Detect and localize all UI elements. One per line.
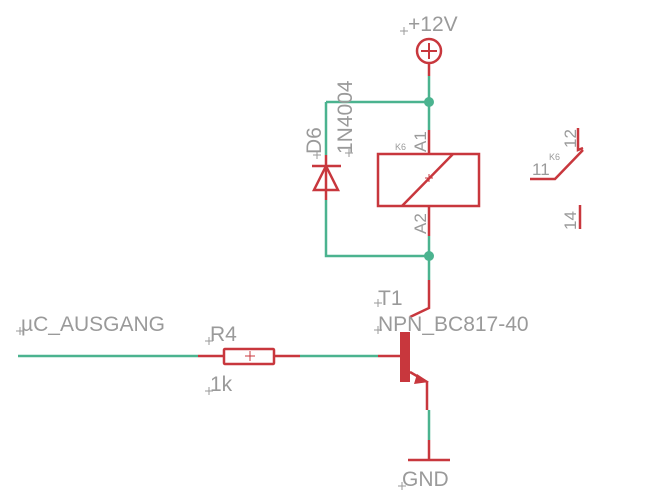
relay-pin-11: 11 — [532, 160, 550, 179]
relay-pin-14: 14 — [561, 211, 580, 230]
wires — [18, 76, 431, 440]
diode-anode — [311, 163, 341, 192]
transistor-name: T1 — [378, 287, 403, 310]
resistor-body — [222, 347, 276, 366]
relay-pin-a2: A2 — [411, 213, 430, 234]
relay-name: K6 — [395, 142, 406, 152]
resistor-name: R4 — [210, 323, 237, 346]
origin-markers — [16, 27, 408, 490]
diode-value: 1N4004 — [334, 80, 357, 154]
wire-diode-bottom — [324, 200, 429, 258]
resistor-value: 1k — [210, 373, 233, 396]
supply-label: +12V — [408, 13, 458, 36]
transistor-emitter-arrow — [414, 374, 429, 384]
relay-pin-12: 12 — [561, 129, 580, 148]
relay-coil-diagonal — [401, 153, 454, 207]
relay-contact-11 — [530, 149, 584, 181]
ground-label: GND — [402, 468, 449, 491]
relay-coil — [376, 152, 481, 208]
symbol-origin-markers — [245, 174, 433, 361]
transistor-base-bar — [400, 332, 410, 382]
relay-pin-a1: A1 — [411, 131, 430, 152]
symbols — [198, 37, 584, 462]
junction-bottom — [424, 251, 434, 261]
relay-contact-ref: K6 — [549, 152, 560, 162]
transistor-collector — [409, 280, 431, 319]
net-label: µC_AUSGANG — [21, 313, 165, 336]
relay-contact-12 — [576, 128, 584, 152]
junction-top — [424, 97, 434, 107]
diode-name: D6 — [303, 127, 326, 154]
transistor-value: NPN_BC817-40 — [378, 313, 529, 336]
